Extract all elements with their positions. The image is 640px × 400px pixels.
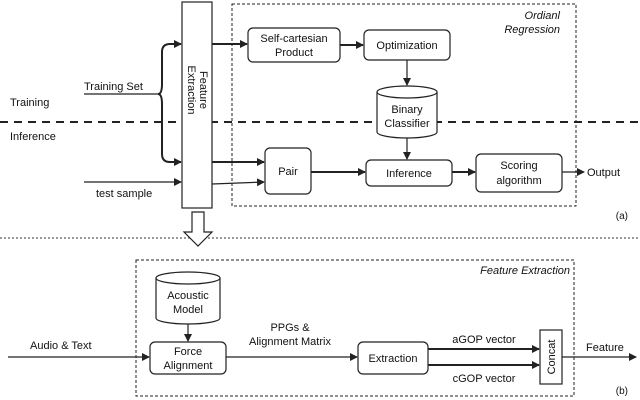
binary-classifier-label-2: Classifier — [384, 118, 430, 130]
ordinal-regression-title-1: Ordianl — [525, 10, 561, 22]
scoring-label-1: Scoring — [500, 160, 537, 172]
feature-extraction-box — [181, 1, 213, 209]
binary-classifier-cylinder — [376, 85, 438, 139]
scoring-algorithm-box — [475, 153, 563, 193]
extraction-to-pair-arrow-2 — [211, 178, 265, 187]
feature-extraction-region — [135, 259, 575, 397]
force-alignment-label-1: Force — [174, 346, 202, 358]
binary-classifier-label-1: Binary — [391, 104, 423, 116]
acoustic-model-label-1: Acoustic — [167, 290, 209, 302]
acoustic-model-label-2: Model — [173, 304, 203, 316]
inference-box-label: Inference — [386, 168, 432, 180]
extraction-box — [357, 341, 429, 375]
test-sample-label: test sample — [96, 188, 152, 200]
output-label: Output — [587, 167, 620, 179]
training-to-extraction-arrow-2 — [157, 93, 182, 166]
expand-arrow-icon — [182, 211, 214, 247]
training-to-extraction-arrow — [157, 40, 182, 95]
force-alignment-box — [149, 341, 227, 375]
acoustic-model-cylinder — [155, 271, 221, 325]
scoring-label-2: algorithm — [496, 175, 541, 187]
training-label: Training — [10, 97, 49, 109]
ordinal-regression-title-2: Regression — [504, 24, 560, 36]
panel-b-tag: (b) — [616, 386, 628, 397]
panel-b: Feature Extraction Acoustic Model Audio … — [8, 259, 637, 397]
force-alignment-label-2: Alignment — [164, 360, 213, 372]
feature-extraction-label-2: Extraction — [185, 66, 197, 115]
inference-label: Inference — [10, 131, 56, 143]
pair-label: Pair — [278, 166, 298, 178]
training-set-label: Training Set — [84, 81, 143, 93]
self-cartesian-label-2: Product — [275, 47, 313, 59]
feature-extraction-title: Feature Extraction — [480, 265, 570, 277]
feature-extraction-label-1: Feature — [197, 71, 209, 109]
ordinal-regression-region — [231, 3, 577, 207]
self-cartesian-label-1: Self-cartesian — [260, 33, 327, 45]
optimization-label: Optimization — [376, 40, 437, 52]
feature-output-label: Feature — [586, 342, 624, 354]
cgop-label: cGOP vector — [453, 373, 516, 385]
panel-a-tag: (a) — [616, 211, 628, 222]
concat-label: Concat — [546, 340, 558, 375]
extraction-label: Extraction — [369, 353, 418, 365]
ppgs-label-2: Alignment Matrix — [249, 336, 331, 348]
panel-a: Ordianl Regression Training Inference Tr… — [0, 1, 640, 222]
agop-label: aGOP vector — [452, 334, 516, 346]
audio-text-label: Audio & Text — [30, 340, 92, 352]
ppgs-label-1: PPGs & — [270, 322, 310, 334]
